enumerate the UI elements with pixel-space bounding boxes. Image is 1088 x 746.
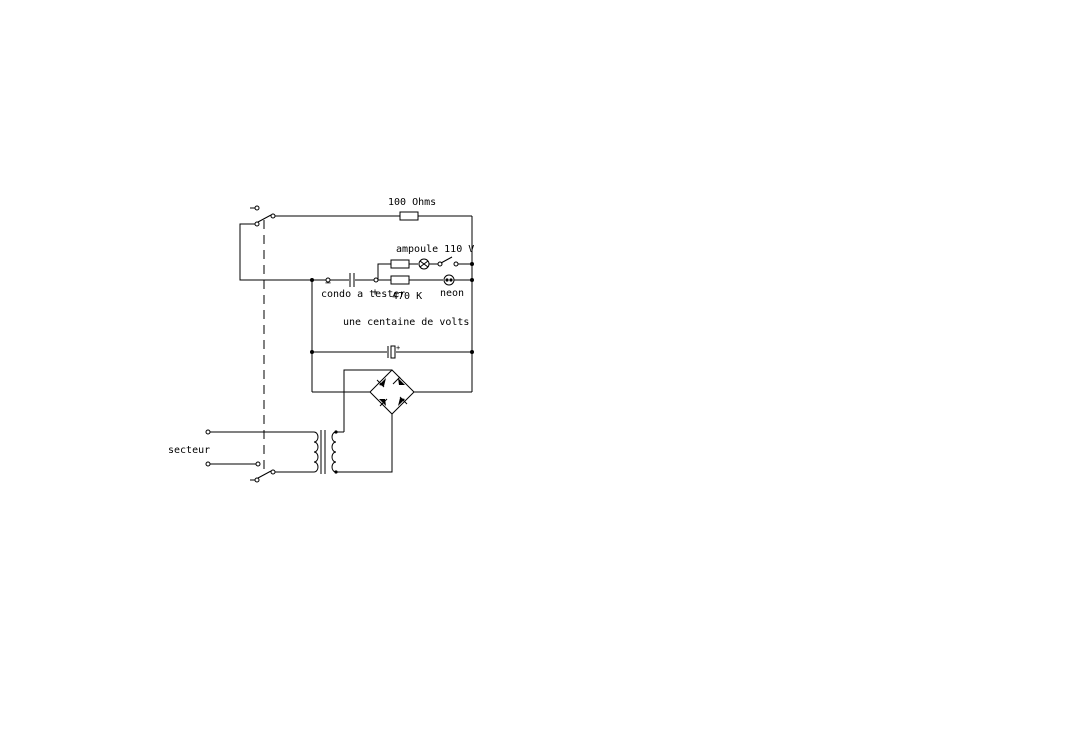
neon-branch [378, 274, 474, 286]
label-resistor-100: 100 Ohms [388, 197, 436, 208]
mains-input [205, 429, 276, 483]
resistor-470k [390, 275, 410, 285]
top-switch [250, 205, 276, 227]
label-capacitor-under-test: condo a tester [321, 289, 405, 300]
feed-loop-wire [239, 223, 326, 281]
bridge-rectifier [312, 369, 472, 473]
transformer [208, 430, 344, 474]
label-lamp: ampoule 110 V [396, 244, 474, 255]
cap-minus-sign: − [325, 278, 331, 289]
label-resistor-470k: 470 K [392, 291, 422, 302]
svg-text:+: + [396, 344, 400, 352]
filter-capacitor: + [310, 344, 474, 359]
label-voltage: une centaine de volts [343, 317, 469, 328]
left-bus [310, 278, 314, 392]
resistor-100-branch [275, 211, 473, 392]
cap-plus-sign: + [372, 287, 378, 298]
label-neon: neon [440, 288, 464, 299]
lamp-resistor [390, 259, 410, 269]
resistor-100 [399, 211, 419, 221]
capacitor-under-test [325, 273, 379, 287]
label-mains: secteur [168, 445, 210, 456]
lamp-branch [377, 256, 474, 280]
